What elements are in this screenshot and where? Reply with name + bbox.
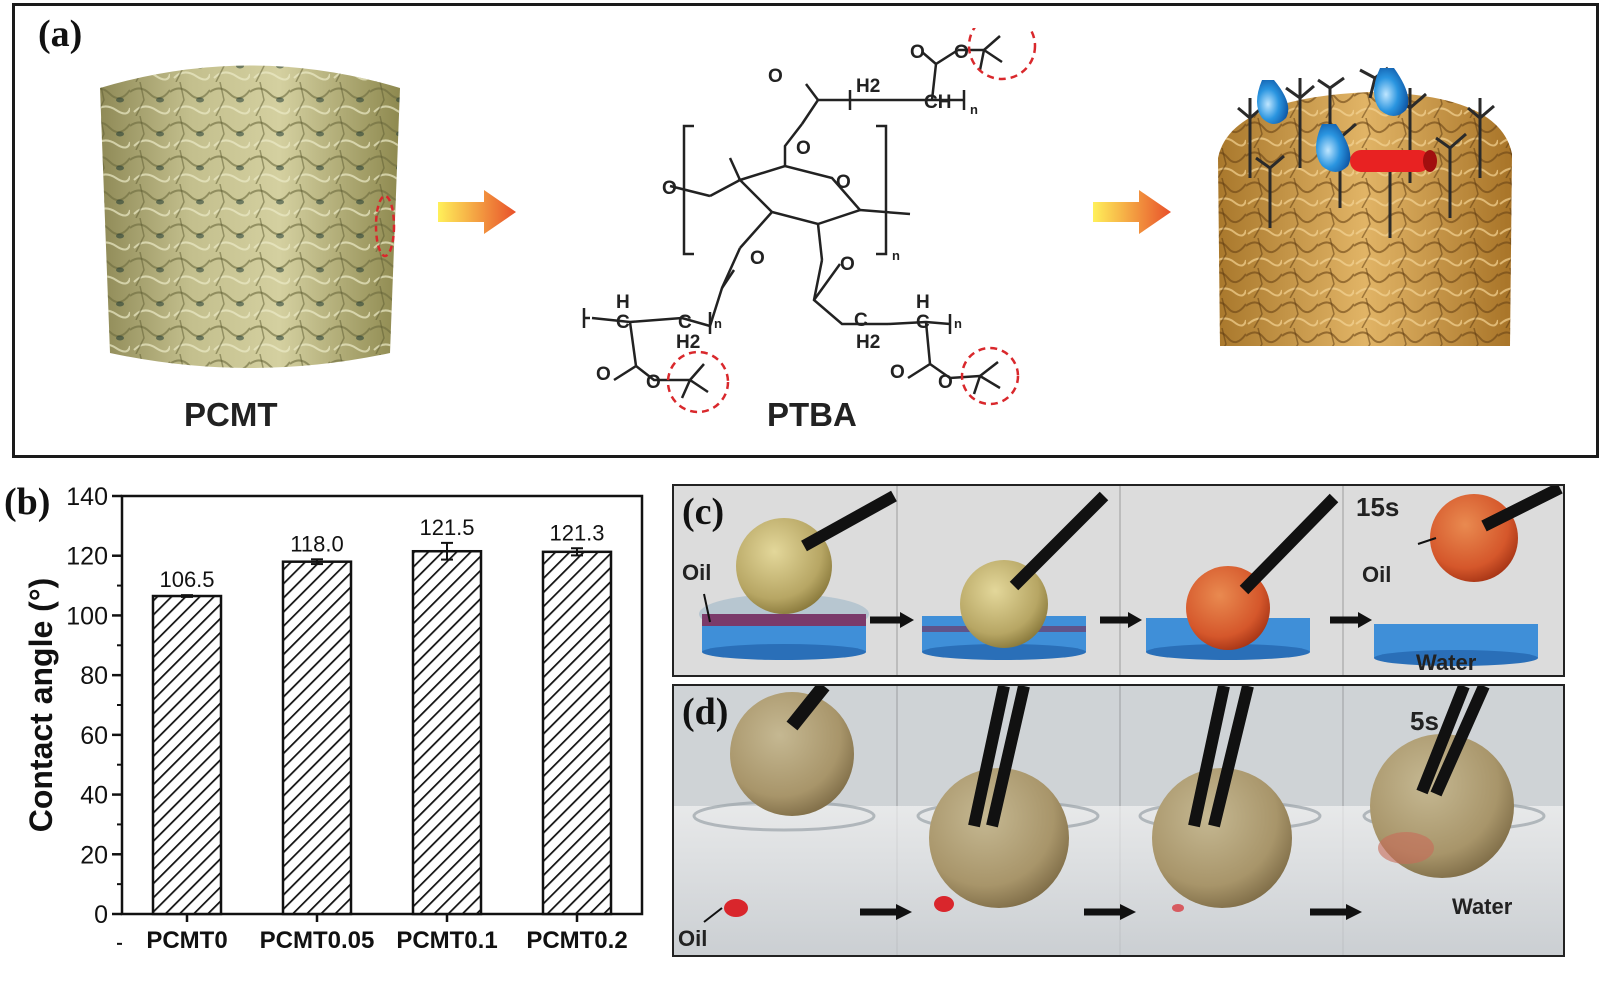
oxygen-label: O [840,254,855,275]
x-tick-label: PCMT0.05 [260,927,375,954]
oxygen-label: O [662,178,677,199]
arrow-right-icon [438,190,516,234]
panel-c-oil-label: Oil [1362,562,1392,587]
panel-c-label: (c) [682,491,725,533]
oxygen-label: O [890,362,905,383]
c-label: C [916,312,930,333]
bar-value-label: 121.3 [549,520,604,545]
panel-d-water-label: Water [1452,894,1513,919]
ptba-label: PTBA [767,396,857,433]
panel-d-time: 5s [1410,706,1439,736]
repeat-n-label: n [892,248,900,263]
bar-pcmt0-1 [411,549,483,916]
oxygen-label: O [910,42,925,63]
repeat-n-label: n [954,316,962,331]
oxygen-label: O [750,248,765,269]
y-tick-label: 80 [80,662,108,690]
oxygen-label: O [938,372,953,393]
c-label: C [854,310,868,331]
panel-d-label: (d) [682,691,729,733]
x-tick-label: PCMT0 [146,927,227,954]
c-label: C [678,312,692,333]
h-label: H [616,292,630,313]
panel-c-time: 15s [1356,492,1400,522]
bar-value-label: 118.0 [290,531,343,556]
panel-c-water-label: Water [1416,650,1477,675]
contact-angle-bar-chart: Contact angle (°) 0 20 40 60 80 100 120 140 106.… [23,483,644,954]
oxygen-label: O [596,364,611,385]
panel-c-photo-strip [672,484,1565,677]
ch-label: CH [924,92,951,113]
y-tick-label: 140 [66,483,108,511]
bar-pcmt0-05 [281,560,353,916]
bar-value-label: 121.5 [419,515,474,540]
y-tick-label: 60 [80,722,108,750]
oxygen-label: O [646,372,661,393]
panel-d-photo-strip [672,684,1565,957]
panel-a-frame [12,3,1599,458]
h2-label: H2 [676,332,700,353]
repeat-n-label: n [970,102,978,117]
oxygen-label: O [836,172,851,193]
oil-removal-sequence-photos [674,486,1563,675]
y-tick-label: 120 [66,543,108,571]
oxygen-label: O [796,138,811,159]
repeat-n-label: n [714,316,722,331]
bar-value-label: 106.5 [159,567,214,592]
panel-b-label: (b) [4,481,51,523]
oxygen-label: O [954,42,969,63]
panel-c-oil-label: Oil [682,560,712,585]
y-tick-label: 100 [66,602,108,630]
y-tick-label: 40 [80,782,108,810]
h2-label: H2 [856,332,880,353]
x-tick-label: PCMT0.2 [526,927,627,954]
panel-a-label: (a) [38,13,83,55]
y-tick-label: 0 [94,901,108,929]
pcmt-label: PCMT [184,396,278,433]
h-label: H [916,292,930,313]
underwater-oil-removal-photos [674,686,1563,955]
modified-foam-image [1218,66,1512,346]
ptba-structure-diagram: O O O O O O O O O O O O H2 CH H C C H2 H… [582,28,1037,414]
h2-label: H2 [856,76,880,97]
oxygen-label: O [768,66,783,87]
c-label: C [616,312,630,333]
x-tick-label: PCMT0.1 [396,927,497,954]
y-axis-title: Contact angle (°) [23,578,59,833]
panel-d-oil-label: Oil [678,926,708,951]
arrow-right-icon [1093,190,1171,234]
y-tick-label: 20 [80,841,108,869]
bar-pcmt0-2 [541,550,613,916]
pcmt-foam-image [100,65,400,368]
bar-pcmt0 [151,594,223,916]
